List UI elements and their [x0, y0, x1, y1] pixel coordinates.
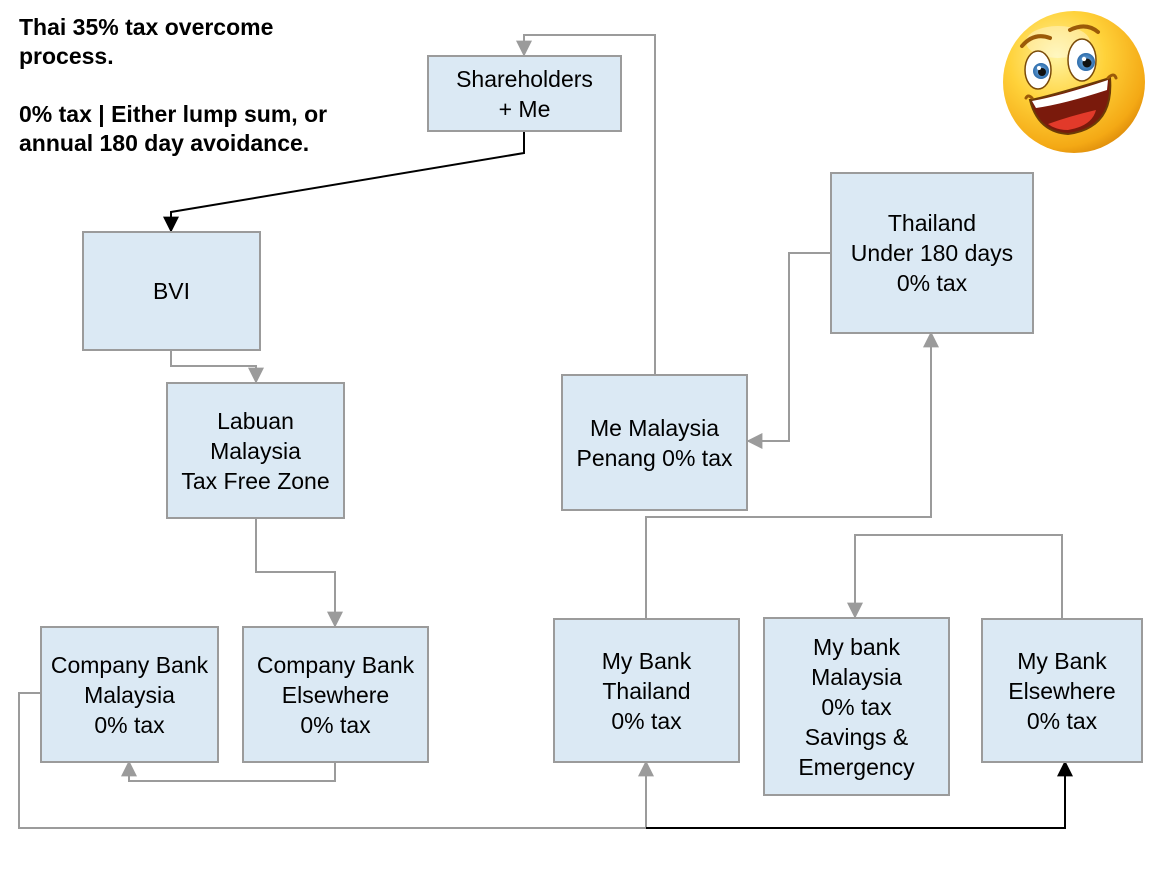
heading-line-3: 0% tax | Either lump sum, or: [19, 101, 328, 127]
connector-labuan-to-company-bank-elsewhere: [255, 518, 343, 628]
heading-line-4: annual 180 day avoidance.: [19, 130, 310, 156]
connector-my-bank-thailand-to-thailand: [645, 331, 939, 618]
node-company-bank-malaysia: Company Bank Malaysia 0% tax: [40, 626, 219, 763]
connector-company-elsewhere-to-company-malaysia: [121, 760, 336, 782]
node-my-bank-elsewhere: My Bank Elsewhere 0% tax: [981, 618, 1143, 763]
diagram-heading: Thai 35% tax overcome process. 0% tax | …: [19, 13, 327, 158]
node-thailand: Thailand Under 180 days 0% tax: [830, 172, 1034, 334]
node-me-malaysia: Me Malaysia Penang 0% tax: [561, 374, 748, 511]
grinning-smiley-face-icon: [1003, 11, 1145, 153]
connector-company-malaysia-to-my-bank-thailand: [18, 692, 654, 829]
heading-line-2: process.: [19, 43, 114, 69]
node-shareholders: Shareholders + Me: [427, 55, 622, 132]
node-my-bank-malaysia: My bank Malaysia 0% tax Savings & Emerge…: [763, 617, 950, 796]
connector-shareholders-to-bvi: [163, 131, 525, 233]
node-bvi: BVI: [82, 231, 261, 351]
node-company-bank-elsewhere: Company Bank Elsewhere 0% tax: [242, 626, 429, 763]
node-my-bank-thailand: My Bank Thailand 0% tax: [553, 618, 740, 763]
heading-line-1: Thai 35% tax overcome: [19, 14, 274, 40]
connector-thailand-to-me-malaysia: [746, 252, 830, 449]
connector-bvi-to-labuan: [170, 350, 264, 384]
connector-me-malaysia-to-shareholders: [516, 34, 656, 374]
connector-my-bank-elsewhere-to-my-bank-malaysia: [847, 534, 1063, 619]
node-labuan: Labuan Malaysia Tax Free Zone: [166, 382, 345, 519]
connector-bus-to-my-bank-elsewhere: [646, 760, 1073, 829]
